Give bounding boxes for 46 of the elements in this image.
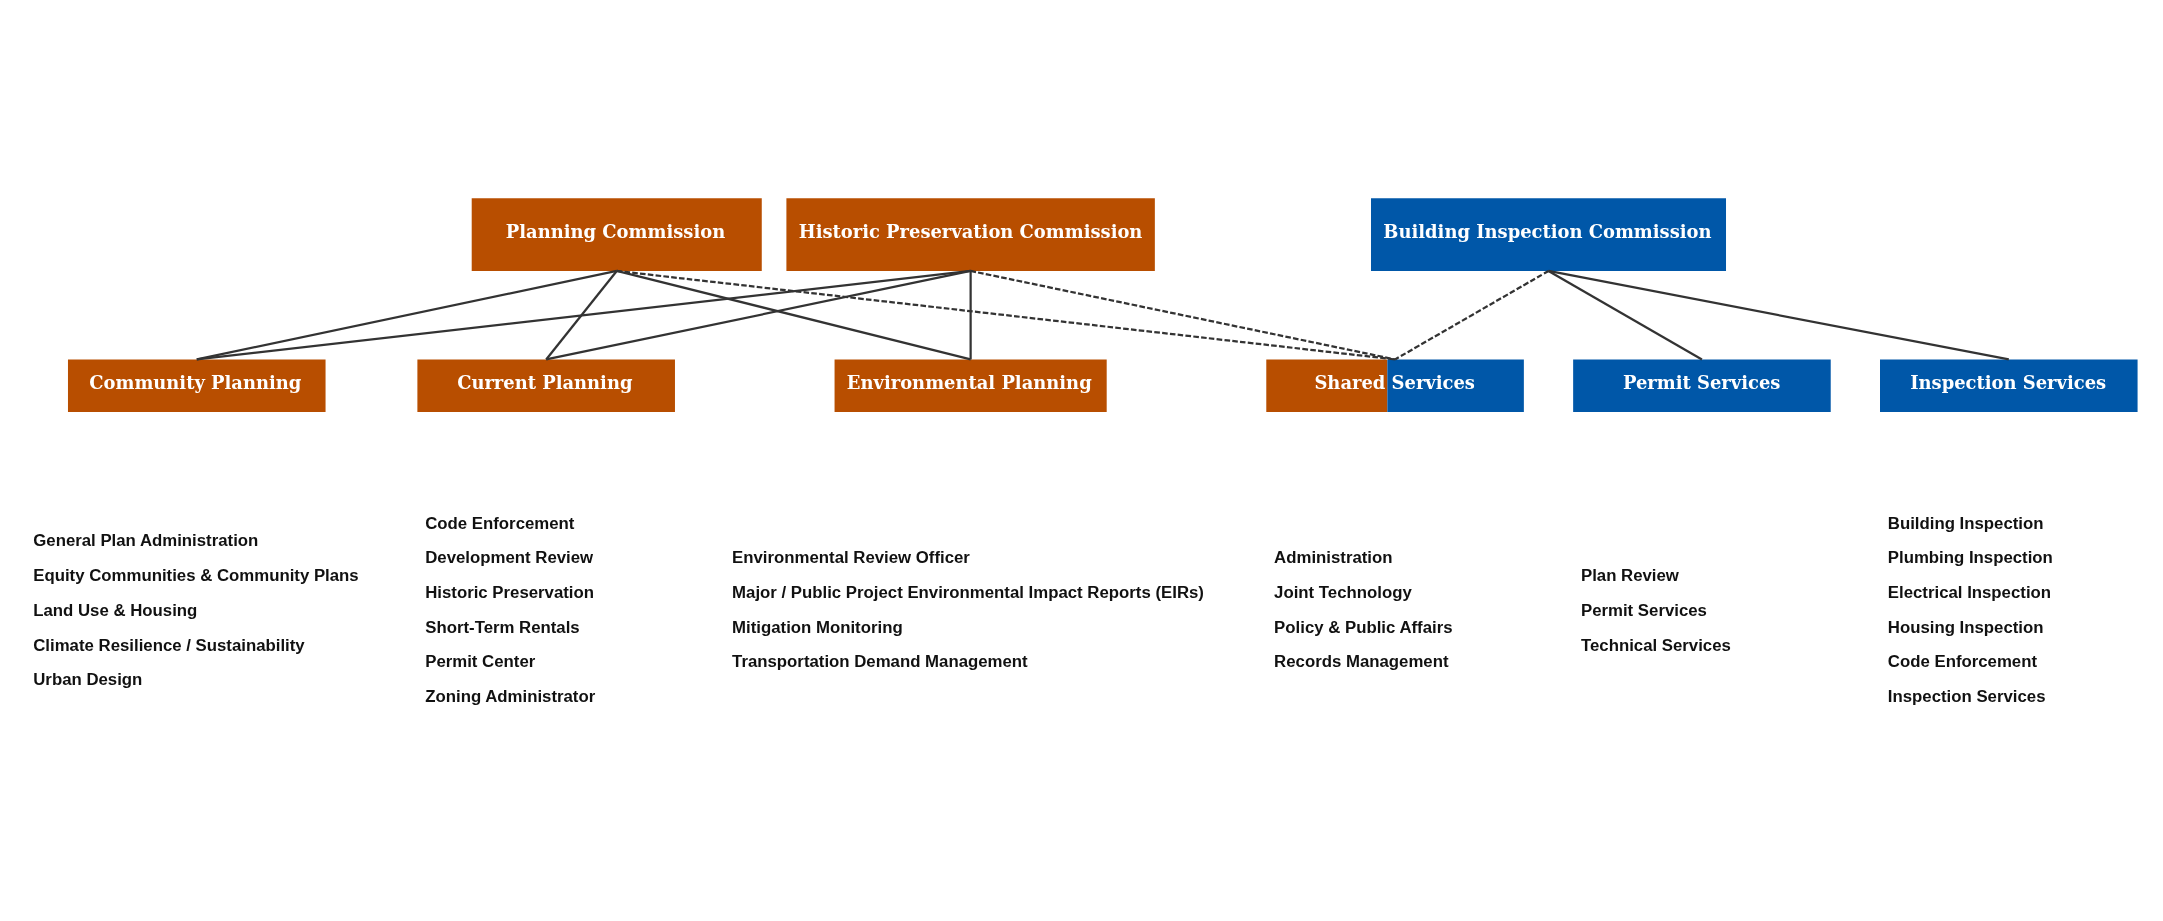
node-box: Planning Commission	[471, 198, 762, 271]
node-label: Transportation Demand Management	[732, 652, 1028, 672]
node-label: General Plan Administration	[33, 531, 259, 551]
connector	[1394, 270, 1550, 361]
connector	[969, 270, 972, 360]
node-label: Administration	[1274, 548, 1393, 568]
node-label: Short-Term Rentals	[425, 617, 580, 637]
node-label: Joint Technology	[1274, 582, 1412, 602]
node-box: Permit Services	[1573, 359, 1831, 413]
connector	[616, 269, 971, 361]
node-label: Plan Review	[1580, 566, 1679, 586]
node-label: Mitigation Monitoring	[732, 617, 903, 637]
node-label: Technical Services	[1580, 635, 1731, 655]
node-label: Code Enforcement	[1887, 652, 2038, 672]
node-box: Community Planning	[68, 359, 326, 413]
node-label: Building Inspection	[1887, 513, 2044, 533]
connector	[196, 269, 971, 361]
node-box: Historic Preservation Commission	[786, 198, 1155, 271]
node-box: Environmental Planning	[834, 359, 1107, 413]
node-label: Land Use & Housing	[33, 600, 198, 620]
node-label: Historic Preservation	[425, 582, 595, 602]
connector	[1547, 270, 1703, 361]
node-box: Current Planning	[417, 359, 675, 413]
node-label: Development Review	[425, 548, 594, 568]
node-box: Building Inspection Commission	[1371, 198, 1726, 271]
node-label: Climate Resilience / Sustainability	[33, 635, 305, 655]
node-label: Major / Public Project Environmental Impact Reports (EIRs)	[732, 582, 1204, 602]
connector	[545, 269, 971, 361]
node-box: Inspection Services	[1880, 359, 2138, 413]
node-label: Urban Design	[33, 670, 143, 690]
node-label: Records Management	[1274, 652, 1449, 672]
node-label: Environmental Review Officer	[732, 548, 970, 568]
node-label: Code Enforcement	[425, 513, 575, 533]
node-label: Electrical Inspection	[1887, 582, 2052, 602]
connector	[545, 270, 618, 361]
connector	[1548, 269, 2009, 361]
node-label: Inspection Services	[1887, 687, 2046, 707]
connector	[616, 269, 1396, 361]
node-label: Equity Communities & Community Plans	[33, 566, 359, 586]
node-label: Zoning Administrator	[425, 687, 596, 707]
node-label: Permit Center	[425, 652, 536, 672]
node-label: Permit Services	[1580, 600, 1707, 620]
node-label: Housing Inspection	[1887, 617, 2044, 637]
node-label: Plumbing Inspection	[1887, 548, 2053, 568]
node-label: Policy & Public Affairs	[1274, 617, 1453, 637]
connector	[970, 269, 1396, 361]
